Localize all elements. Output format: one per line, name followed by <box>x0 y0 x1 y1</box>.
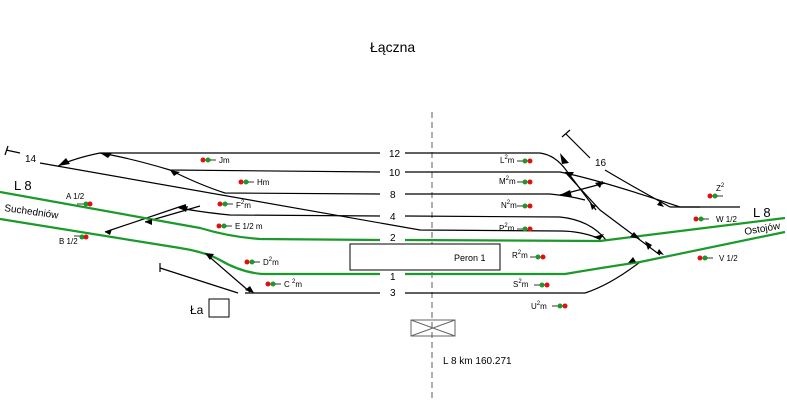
siding-label-14: 14 <box>25 154 37 165</box>
signal-l: L2m <box>500 155 533 165</box>
signal-hm: Hm <box>238 178 270 187</box>
switch-markers <box>58 153 664 293</box>
svg-text:M2m: M2m <box>499 176 516 186</box>
main-track-1-right <box>405 230 786 276</box>
siding-14-stub <box>5 149 21 154</box>
signal-m: M2m <box>499 176 533 186</box>
lower-siding <box>159 267 239 294</box>
signal-jm: Jm <box>200 156 230 165</box>
track-number-labels: 12 10 8 4 2 1 3 14 16 <box>25 149 607 299</box>
svg-text:U2m: U2m <box>531 301 547 311</box>
signal-a: A 1/2 <box>66 192 93 207</box>
signal-p: P2m <box>499 223 533 233</box>
direction-suchedniow: Suchedniów <box>4 203 60 222</box>
signal-c: C 2m <box>265 279 302 289</box>
signal-w: W 1/2 <box>693 215 737 224</box>
svg-text:C 2m: C 2m <box>284 279 302 289</box>
svg-text:R2m: R2m <box>512 250 528 260</box>
svg-text:V 1/2: V 1/2 <box>719 254 738 263</box>
track-10-right <box>405 171 700 208</box>
svg-text:W 1/2: W 1/2 <box>716 215 737 224</box>
track-label-2: 2 <box>390 233 396 244</box>
line-label-left: L 8 <box>14 178 32 193</box>
platform-1 <box>349 243 501 271</box>
track-8-left <box>169 169 381 195</box>
track-8-right <box>405 193 586 201</box>
siding-16-stub <box>565 133 591 159</box>
svg-text:N2m: N2m <box>501 200 517 210</box>
crossing-symbol <box>410 319 456 337</box>
track-12-right <box>405 152 597 211</box>
svg-text:B 1/2: B 1/2 <box>59 237 78 246</box>
signal-r: R2m <box>512 250 546 260</box>
track-label-12: 12 <box>389 149 401 160</box>
track-label-3: 3 <box>390 288 396 299</box>
main-tracks <box>0 190 786 276</box>
track-label-1: 1 <box>390 272 396 283</box>
signal-n: N2m <box>501 200 533 210</box>
track-4-main <box>179 207 381 217</box>
signal-b: B 1/2 <box>59 234 89 246</box>
main-track-1-left <box>0 217 380 276</box>
building-la <box>208 298 230 318</box>
svg-text:S2m: S2m <box>513 279 529 289</box>
svg-text:E 1/2 m: E 1/2 m <box>235 222 263 231</box>
building-label: Ła <box>190 303 204 317</box>
signal-u: U2m <box>531 301 568 311</box>
svg-text:Hm: Hm <box>257 178 270 187</box>
svg-text:Jm: Jm <box>219 156 230 165</box>
km-label: L 8 km 160.271 <box>443 356 512 367</box>
signal-d: D2m <box>244 257 279 267</box>
svg-text:A 1/2: A 1/2 <box>66 192 85 201</box>
signal-z: Z2 <box>707 183 725 199</box>
station-title: Łączna <box>370 39 415 55</box>
svg-text:P2m: P2m <box>499 223 515 233</box>
track-3-right <box>405 261 641 294</box>
main-track-2-left <box>0 190 381 242</box>
signal-v: V 1/2 <box>697 254 738 263</box>
track-label-4: 4 <box>390 212 396 223</box>
svg-text:L2m: L2m <box>500 155 515 165</box>
signal-s: S2m <box>513 279 550 289</box>
siding-label-16: 16 <box>595 158 607 169</box>
track-10-left <box>99 152 381 173</box>
main-track-2-right <box>404 216 786 243</box>
track-label-8: 8 <box>390 190 396 201</box>
svg-text:Z2: Z2 <box>716 183 725 193</box>
signal-f: F2m <box>217 200 251 210</box>
track-label-10: 10 <box>389 168 401 179</box>
line-label-right: L 8 <box>753 205 771 220</box>
platform-label: Peron 1 <box>454 253 486 263</box>
svg-text:D2m: D2m <box>263 257 279 267</box>
signal-e: E 1/2 m <box>216 222 263 231</box>
svg-text:F2m: F2m <box>236 200 251 210</box>
track-4-left-diag <box>39 162 599 239</box>
